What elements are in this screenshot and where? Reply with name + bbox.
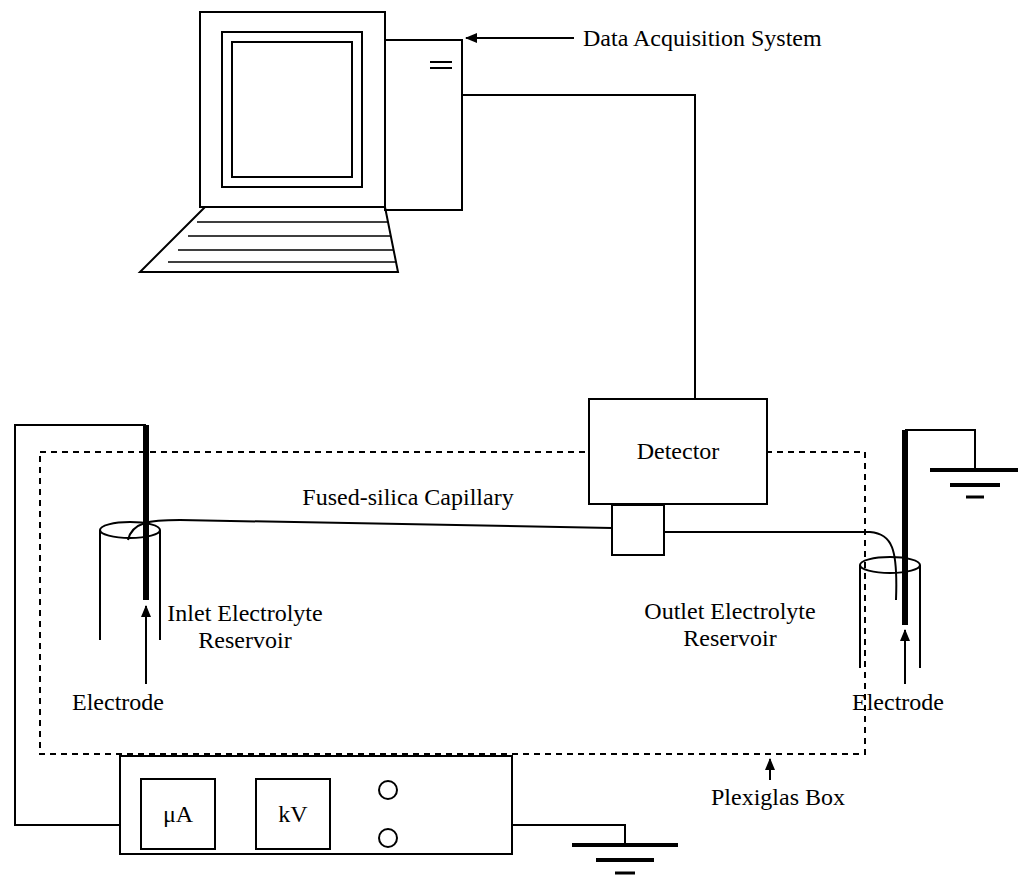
hv-wire	[15, 425, 146, 825]
box-text: Detector	[637, 438, 720, 465]
monitor	[200, 12, 385, 207]
outlet-reservoir	[860, 557, 920, 573]
ground-wire	[905, 430, 975, 470]
capillary	[664, 532, 896, 600]
box-text: kV	[278, 801, 307, 828]
ground-symbol	[615, 872, 635, 875]
ground-wire	[512, 825, 625, 845]
keyboard	[140, 207, 398, 272]
inlet-reservoir	[100, 530, 160, 640]
leader-arrow	[769, 759, 771, 780]
part-label: Electrode	[852, 689, 944, 716]
part-label: Electrode	[72, 689, 164, 716]
ground-symbol	[950, 483, 1000, 487]
detector-box: Detector	[588, 398, 768, 505]
drive-slot	[430, 61, 452, 63]
leader-arrow	[904, 630, 906, 684]
drive-slot	[430, 67, 452, 69]
knob	[379, 781, 397, 799]
computer-tower	[385, 40, 462, 210]
data-cable	[462, 95, 695, 398]
knob	[379, 829, 397, 847]
inlet-electrode	[143, 425, 149, 600]
outlet-electrode	[902, 430, 908, 625]
monitor-bezel	[222, 32, 362, 187]
screen	[232, 42, 352, 177]
power-supply	[120, 756, 512, 854]
part-label: Fused-silica Capillary	[302, 484, 513, 511]
meter-box: μA	[140, 778, 216, 850]
box-text: μA	[163, 801, 193, 828]
leader-arrow	[466, 37, 574, 39]
outlet-reservoir	[860, 565, 920, 668]
ground-symbol	[930, 468, 1018, 472]
keyboard-rows	[168, 222, 396, 262]
ground-symbol	[596, 858, 654, 862]
detector-cell	[612, 505, 664, 555]
inlet-reservoir	[100, 522, 160, 538]
system-label: Data Acquisition System	[583, 25, 822, 52]
leader-arrow	[145, 606, 147, 684]
ground-symbol	[966, 496, 984, 499]
part-label: Plexiglas Box	[711, 784, 845, 811]
ground-symbol	[572, 843, 678, 847]
meter-box: kV	[255, 778, 331, 850]
part-label: Outlet Electrolyte Reservoir	[635, 598, 825, 652]
part-label: Inlet Electrolyte Reservoir	[150, 600, 340, 654]
capillary	[128, 520, 612, 540]
